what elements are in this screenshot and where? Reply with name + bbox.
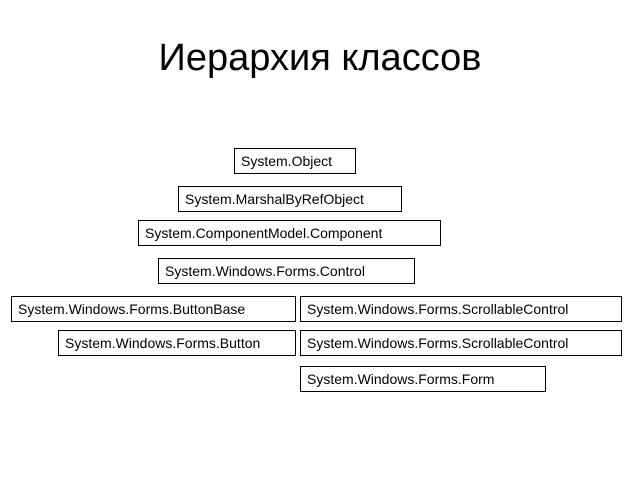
- class-box-scrollable-control-2: System.Windows.Forms.ScrollableControl: [300, 330, 622, 356]
- class-box-system-object: System.Object: [234, 148, 356, 174]
- class-box-scrollable-control: System.Windows.Forms.ScrollableControl: [300, 296, 622, 322]
- class-box-button-base: System.Windows.Forms.ButtonBase: [11, 296, 296, 322]
- slide-title: Иерархия классов: [158, 37, 482, 79]
- class-box-form: System.Windows.Forms.Form: [300, 366, 546, 392]
- class-box-marshal-by-ref-object: System.MarshalByRefObject: [178, 186, 402, 212]
- class-box-control: System.Windows.Forms.Control: [158, 258, 415, 284]
- class-box-button: System.Windows.Forms.Button: [58, 330, 296, 356]
- class-box-component: System.ComponentModel.Component: [138, 220, 441, 246]
